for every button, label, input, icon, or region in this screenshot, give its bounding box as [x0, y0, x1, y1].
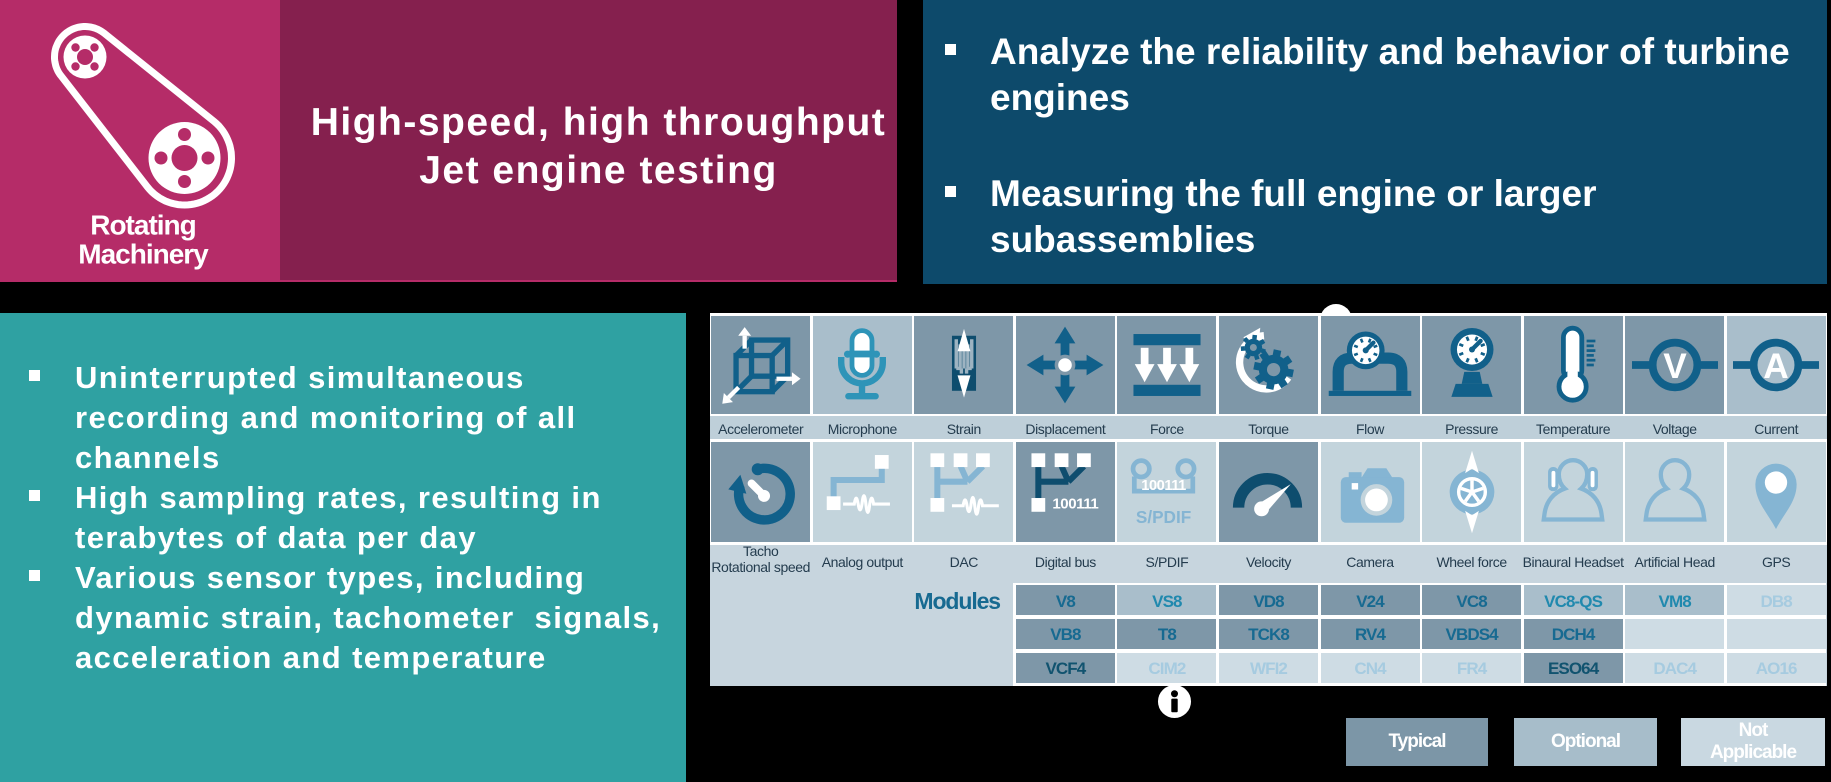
svg-text:A: A [1763, 347, 1788, 386]
svg-text:V: V [1663, 347, 1687, 386]
svg-text:100111: 100111 [1053, 495, 1099, 512]
svg-text:S/PDIF: S/PDIF [1136, 507, 1191, 527]
svg-text:Machinery: Machinery [78, 239, 209, 270]
svg-text:Rotating: Rotating [90, 210, 196, 241]
svg-text:100111: 100111 [1141, 478, 1186, 494]
